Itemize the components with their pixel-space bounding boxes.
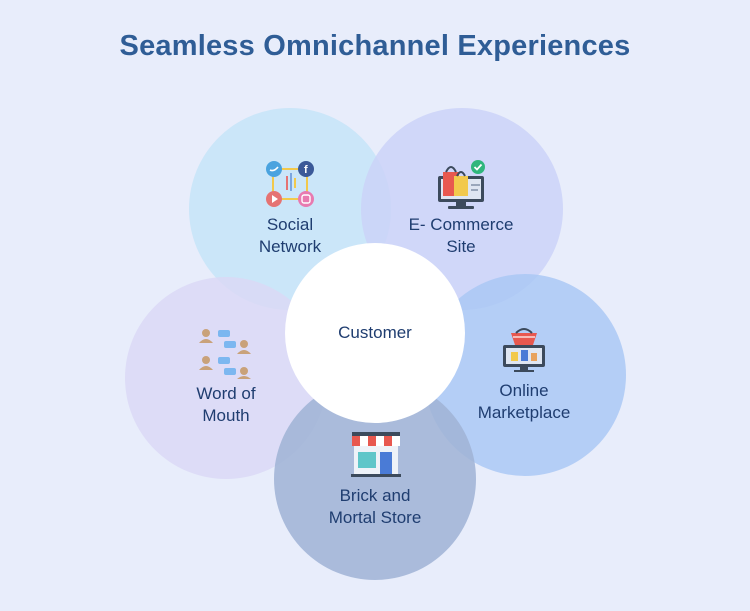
brick-mortar-line2: Mortal Store	[328, 508, 422, 527]
online-marketplace-line2: Marketplace	[477, 403, 571, 422]
svg-text:f: f	[304, 164, 308, 176]
ecommerce-site-line1: E- Commerce	[408, 215, 514, 234]
word-of-mouth-label: Word of Mouth	[146, 383, 306, 427]
people-chat-icon	[199, 329, 251, 379]
brick-mortar-line1: Brick and	[339, 486, 411, 505]
social-network-line1: Social	[266, 215, 314, 234]
social-network-line2: Network	[258, 237, 322, 256]
shopping-bag-monitor-icon	[438, 160, 485, 209]
brick-mortar-label: Brick and Mortal Store	[295, 485, 455, 529]
storefront-icon	[351, 432, 401, 477]
social-media-icon: f	[266, 161, 314, 207]
online-marketplace-line1: Online	[499, 381, 549, 400]
basket-monitor-icon	[503, 328, 545, 372]
ecommerce-site-label: E- Commerce Site	[381, 214, 541, 258]
customer-label: Customer	[338, 323, 412, 342]
word-of-mouth-line1: Word of	[196, 384, 256, 403]
customer-circle	[285, 243, 465, 423]
ecommerce-site-line2: Site	[446, 237, 476, 256]
online-marketplace-label: Online Marketplace	[444, 380, 604, 424]
word-of-mouth-line2: Mouth	[202, 406, 250, 425]
social-network-label: Social Network	[210, 214, 370, 258]
page-title: Seamless Omnichannel Experiences	[119, 30, 631, 62]
